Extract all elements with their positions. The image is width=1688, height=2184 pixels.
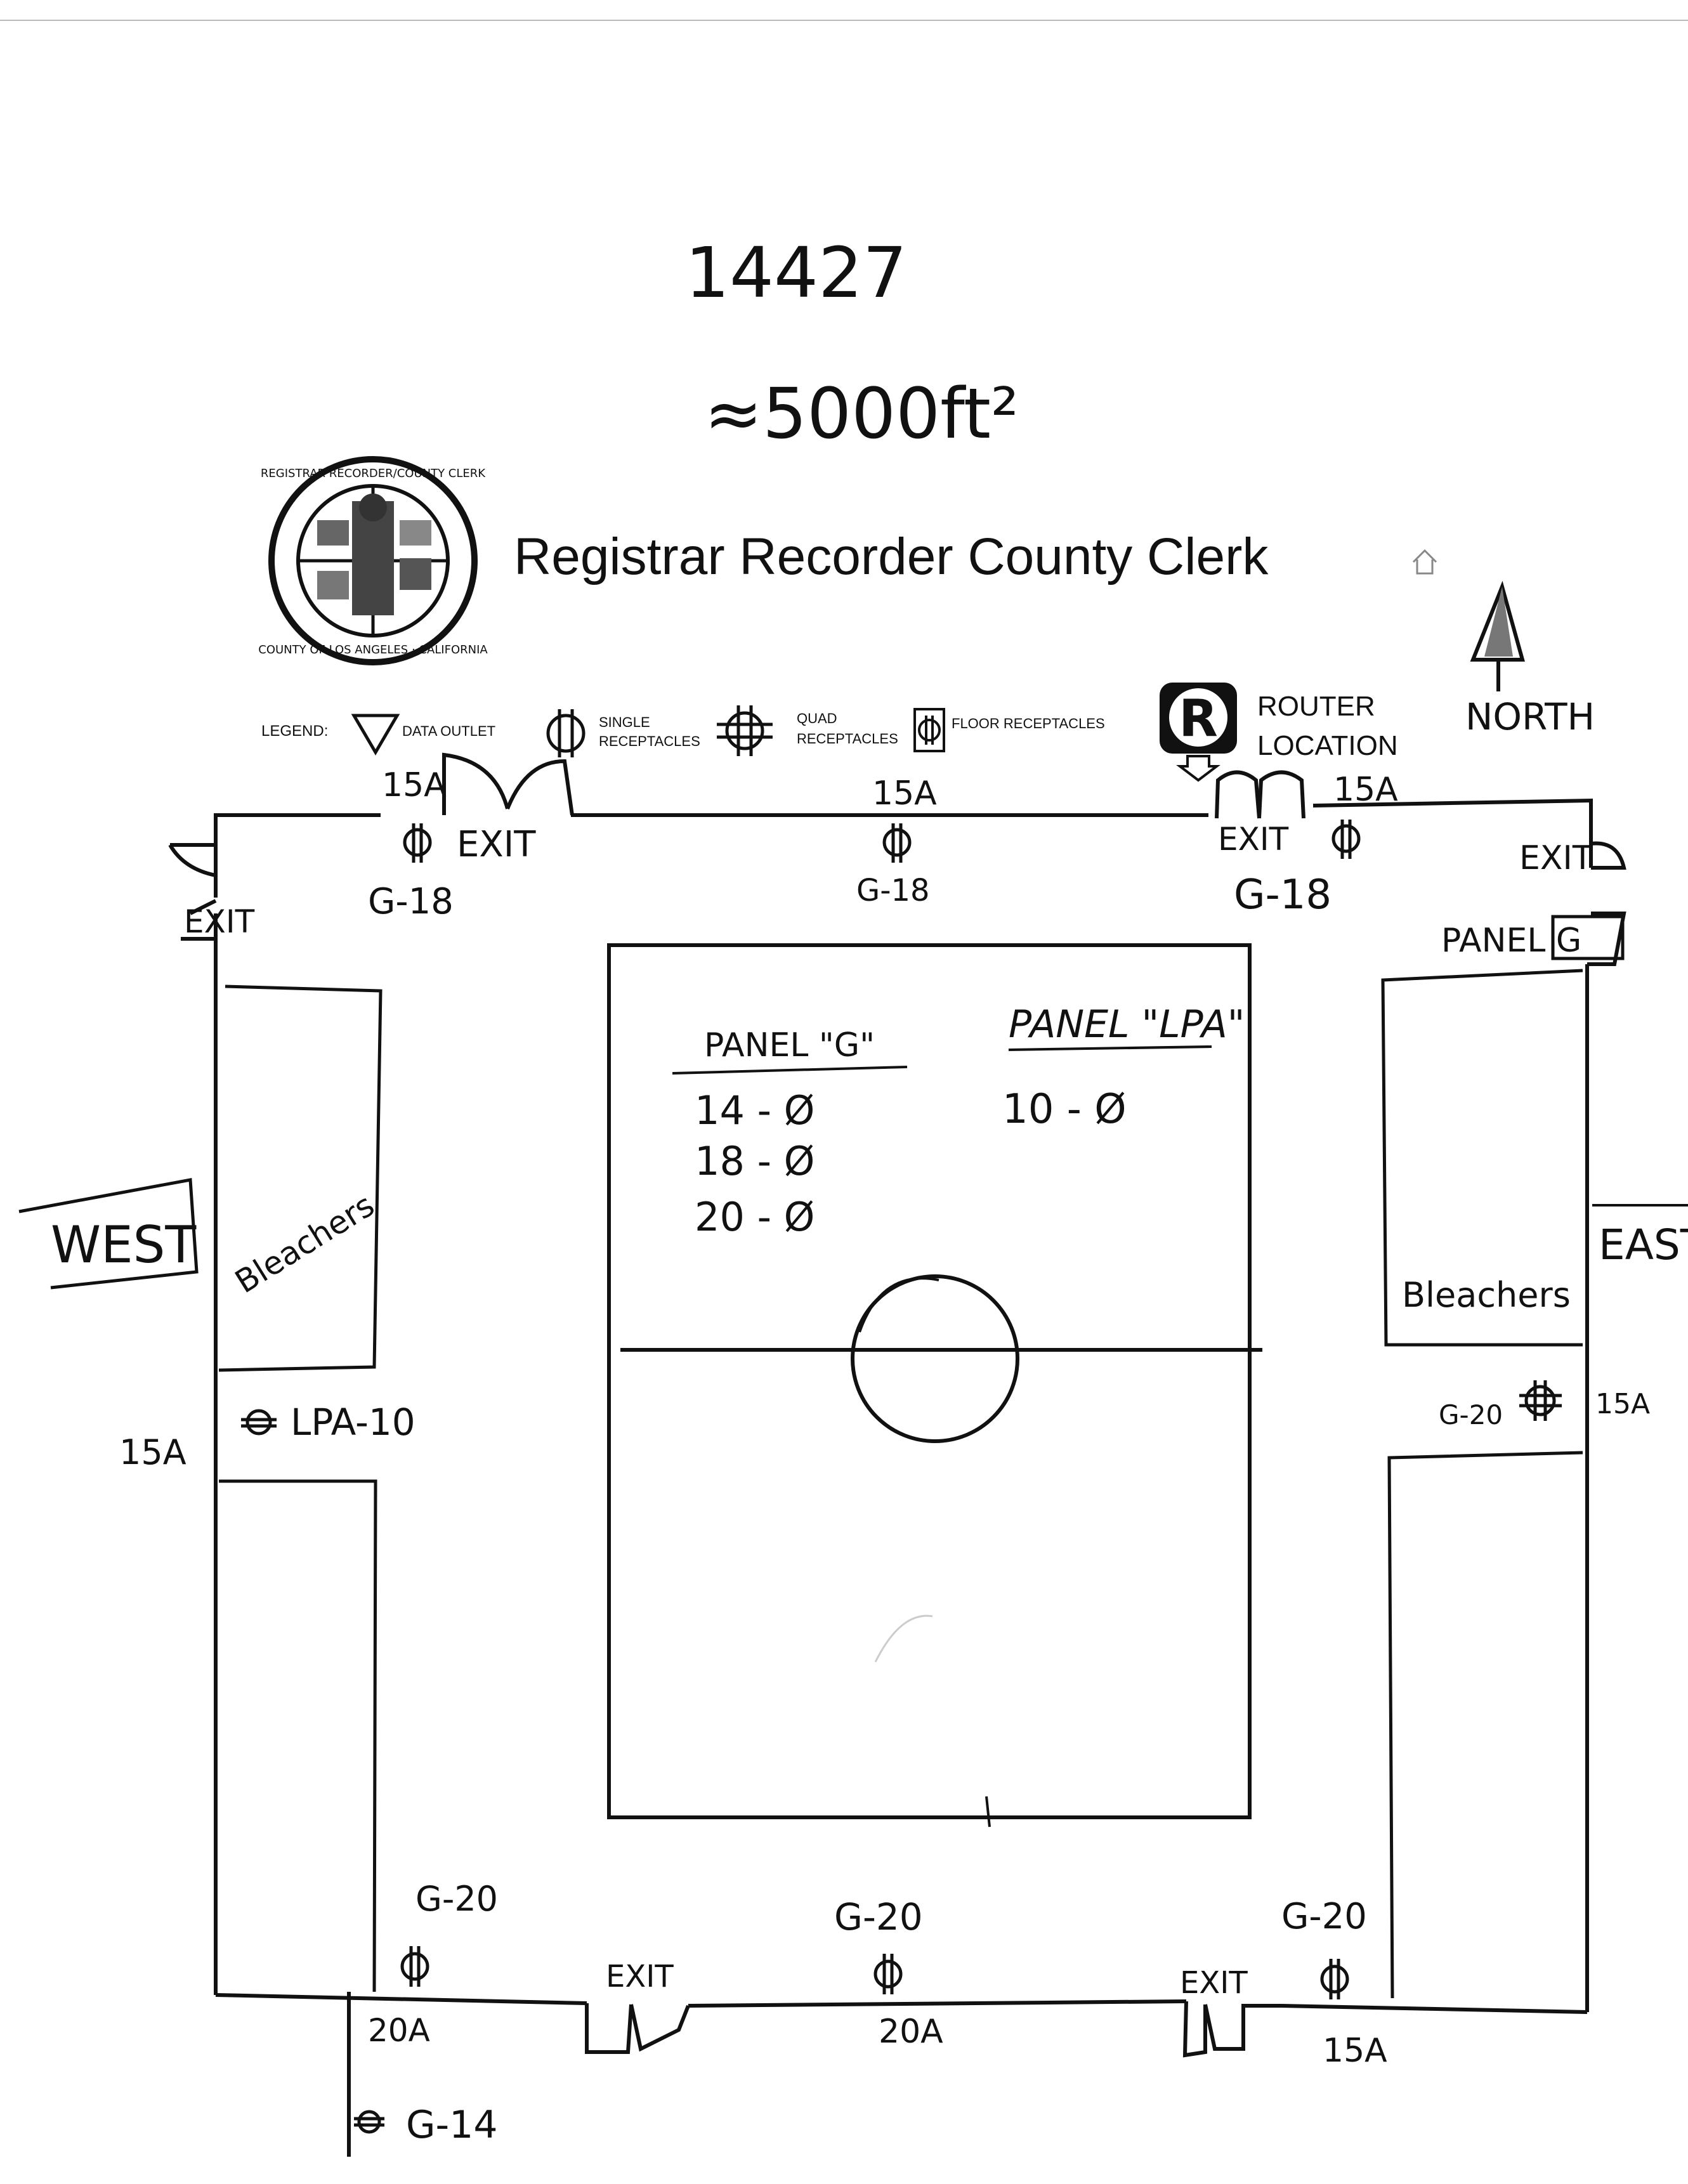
label-top-right-exit: EXIT — [1218, 821, 1289, 858]
exit-door-top-right — [1215, 770, 1305, 819]
label-bottom-left-circuit: G-20 — [415, 1879, 498, 1919]
exit-door-right — [1587, 841, 1626, 966]
handwritten-number: 14427 — [685, 232, 907, 313]
label-bottom-left-exit: EXIT — [606, 1959, 674, 1994]
label-top-left-circuit: G-18 — [368, 881, 454, 922]
label-west-outlet-circuit: LPA-10 — [291, 1401, 415, 1444]
north-arrow-icon — [1470, 580, 1525, 691]
label-top-mid-circuit: G-18 — [856, 873, 930, 908]
exit-door-top-left — [442, 752, 574, 816]
exit-door-bottom-right — [1182, 2001, 1281, 2058]
exit-door-bottom-left — [585, 2003, 690, 2054]
label-top-left-exit: EXIT — [457, 824, 536, 865]
label-top-right-amp: 15A — [1333, 771, 1398, 809]
svg-text:10 - Ø: 10 - Ø — [1002, 1086, 1127, 1133]
label-top-left-amp: 15A — [382, 766, 447, 804]
svg-text:RECEPTACLES: RECEPTACLES — [599, 733, 700, 749]
svg-text:FLOOR RECEPTACLES: FLOOR RECEPTACLES — [952, 716, 1105, 731]
handwritten-area: ≈5000ft² — [704, 373, 1019, 454]
single-receptacle-top-left — [403, 823, 432, 863]
router-location-icon: R — [1160, 683, 1237, 782]
label-outside-circuit: G-14 — [406, 2103, 498, 2147]
panel-g-box — [1551, 915, 1625, 960]
label-top-mid-amp: 15A — [872, 775, 937, 813]
svg-text:DATA OUTLET: DATA OUTLET — [402, 723, 495, 739]
right-bleachers — [1381, 969, 1583, 1999]
quad-receptacle-icon — [717, 705, 773, 756]
single-receptacle-top-right — [1331, 820, 1361, 859]
page-title: Registrar Recorder County Clerk — [514, 528, 1269, 585]
quad-receptacle-east — [1519, 1380, 1562, 1421]
floor-receptacle-icon — [913, 708, 945, 752]
label-bottom-left-amp: 20A — [368, 2012, 430, 2049]
label-right-bleachers: Bleachers — [1402, 1275, 1571, 1315]
single-receptacle-bottom-mid — [873, 1954, 903, 1994]
label-bottom-mid-circuit: G-20 — [834, 1895, 923, 1939]
label-top-right-circuit: G-18 — [1234, 872, 1331, 919]
home-icon — [1412, 549, 1437, 575]
west-label: WEST — [18, 1178, 199, 1290]
single-receptacle-bottom-right — [1320, 1959, 1349, 1999]
svg-text:18 - Ø: 18 - Ø — [695, 1138, 815, 1184]
east-label: EAST — [1592, 1204, 1688, 1269]
svg-text:14 - Ø: 14 - Ø — [695, 1087, 815, 1134]
svg-text:20 - Ø: 20 - Ø — [695, 1194, 815, 1240]
single-receptacle-icon — [546, 709, 586, 757]
label-left-bleachers: Bleachers — [229, 1187, 381, 1301]
label-bottom-right-circuit: G-20 — [1281, 1896, 1367, 1937]
single-receptacle-bottom-left — [400, 1946, 429, 1987]
svg-text:LEGEND:: LEGEND: — [261, 723, 328, 740]
svg-text:QUAD: QUAD — [797, 710, 837, 726]
receptacle-west — [241, 1409, 277, 1435]
panel-lpa-notes: PANEL "LPA" 10 - Ø — [1002, 1002, 1245, 1133]
north-label: NORTH — [1465, 695, 1595, 738]
receptacle-outside — [354, 2110, 384, 2134]
svg-text:ROUTER: ROUTER — [1257, 691, 1375, 722]
label-panel-g-wall: PANEL G — [1441, 922, 1581, 960]
svg-text:SINGLE: SINGLE — [599, 714, 650, 730]
label-bottom-right-amp: 15A — [1323, 2032, 1387, 2070]
data-outlet-icon — [351, 714, 400, 755]
svg-text:PANEL "LPA": PANEL "LPA" — [1009, 1002, 1245, 1047]
svg-text:REGISTRAR RECORDER/COUNTY CLER: REGISTRAR RECORDER/COUNTY CLERK — [261, 467, 486, 480]
left-bleachers — [218, 984, 383, 1992]
svg-text:COUNTY OF LOS ANGELES · CALIFO: COUNTY OF LOS ANGELES · CALIFORNIA — [258, 643, 488, 657]
legend: LEGEND: DATA OUTLET SINGLE RECEPTACLES Q… — [261, 683, 1398, 782]
label-bottom-mid-amp: 20A — [879, 2013, 943, 2051]
panel-g-notes: PANEL "G" 14 - Ø 18 - Ø 20 - Ø — [672, 1026, 908, 1240]
exit-door-left — [168, 843, 218, 941]
label-east-outlet-circuit: G-20 — [1439, 1399, 1503, 1430]
svg-text:WEST: WEST — [51, 1215, 197, 1274]
building-outline — [214, 798, 1593, 2157]
basketball-court — [607, 943, 1262, 1828]
label-right-top-exit: EXIT — [1519, 839, 1593, 877]
single-receptacle-top-mid — [882, 823, 912, 863]
label-west-outlet-amp: 15A — [119, 1432, 186, 1472]
svg-text:EAST: EAST — [1599, 1220, 1688, 1269]
svg-text:LOCATION: LOCATION — [1257, 730, 1398, 761]
label-bottom-right-exit: EXIT — [1180, 1965, 1248, 2001]
county-seal-logo: REGISTRAR RECORDER/COUNTY CLERK COUNTY O… — [258, 456, 488, 665]
svg-text:R: R — [1179, 689, 1218, 748]
svg-text:PANEL "G": PANEL "G" — [704, 1026, 875, 1064]
label-east-outlet-amp: 15A — [1595, 1388, 1650, 1420]
label-left-exit: EXIT — [184, 903, 255, 940]
svg-text:RECEPTACLES: RECEPTACLES — [797, 731, 898, 747]
